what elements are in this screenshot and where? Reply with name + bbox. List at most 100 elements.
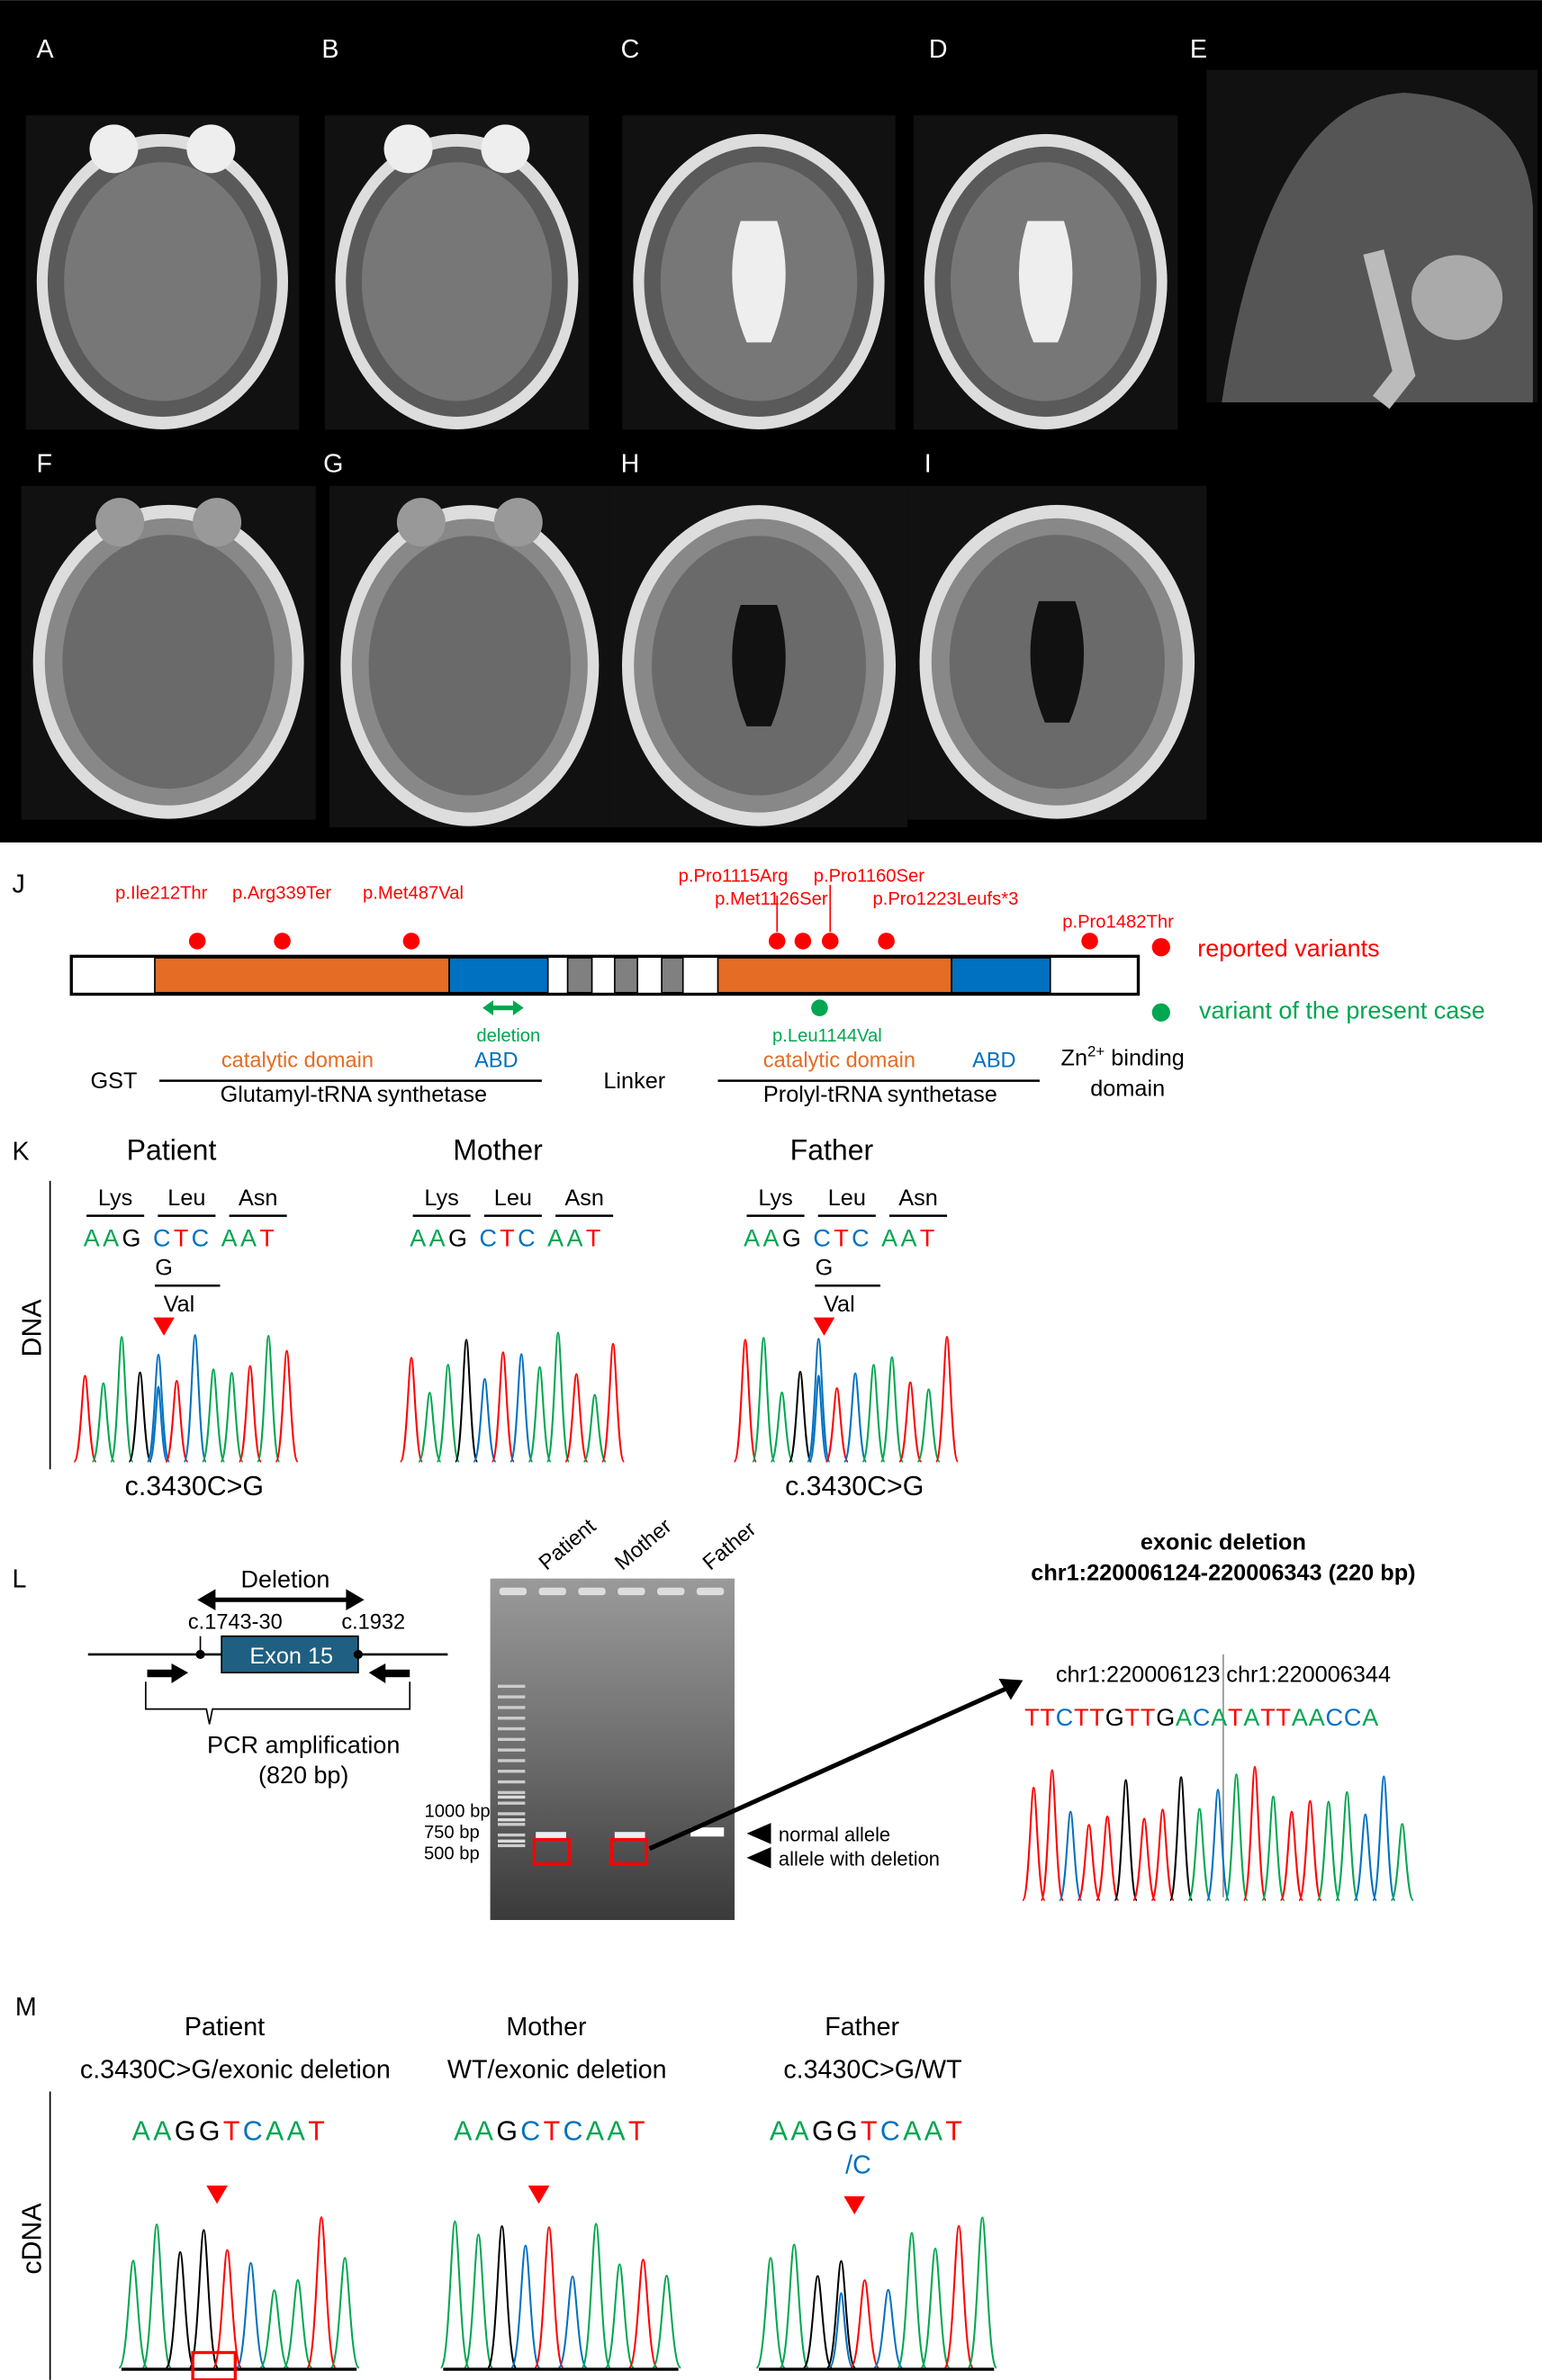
mri-image-e (1206, 69, 1537, 410)
chromatogram-peak (943, 2224, 974, 2369)
ladder-label: 1000 bp (424, 1801, 490, 1821)
junction-sequence-text: TTCTTGTTGACATATTAACCA (1024, 1704, 1379, 1731)
alt-base: G (816, 1255, 834, 1280)
normal-allele-label: normal allele (779, 1823, 890, 1845)
chromatogram-peak (220, 1372, 244, 1463)
variant-label: p.Met487Val (363, 883, 464, 903)
lane-label: Mother (610, 1515, 676, 1575)
chromatogram-peak (1058, 1810, 1083, 1902)
chromatogram-peak (188, 2229, 220, 2369)
mutation-marker-icon (528, 2186, 550, 2204)
mri-image-c (622, 115, 896, 430)
zn-binding-label: Zn2+ binding (1061, 1043, 1185, 1071)
variant-label: p.Pro1482Thr (1062, 912, 1174, 932)
chromatogram-peak (1261, 1795, 1285, 1902)
variant-label: p.Pro1223Leufs*3 (872, 889, 1018, 909)
variant-markers (188, 885, 1098, 950)
chromatogram-peak (1132, 1817, 1157, 1902)
chromatogram (733, 1336, 960, 1463)
panel-label-k: K (12, 1137, 29, 1166)
panel-label-f: F (36, 450, 52, 479)
chromatogram (118, 2216, 360, 2371)
chromatogram-peak (564, 1373, 589, 1463)
codon-label: Leu (494, 1185, 532, 1211)
right-breakpoint: c.1932 (341, 1610, 405, 1634)
codon-label: Asn (564, 1185, 604, 1211)
linker-repeat (566, 957, 593, 994)
chromatogram-peak (557, 2275, 588, 2369)
mri-image-h (609, 485, 908, 828)
chromatogram-peak (604, 2263, 635, 2369)
mri-image-f (21, 485, 316, 820)
chromatogram-peak (1353, 1813, 1378, 1902)
junction-sequence: TTCTTGTTGACATATTAACCA (1024, 1704, 1379, 1731)
chromatogram-peak (897, 2231, 927, 2369)
mri-image-d (913, 115, 1178, 430)
chromatogram-peak (463, 2233, 494, 2369)
mutation-marker-icon (153, 1317, 175, 1336)
chromatogram-peak (418, 1392, 442, 1463)
variant-label: p.Ile212Thr (115, 883, 208, 903)
genotype: WT/exonic deletion (447, 2055, 667, 2084)
dna-axis-label: DNA (18, 1299, 48, 1357)
legend-red-dot-icon (1151, 938, 1170, 957)
deletion-title: Deletion (240, 1566, 329, 1593)
chromatogram-peak (118, 2259, 149, 2369)
chromatogram-peak (861, 1364, 886, 1463)
chromatogram-peak (934, 1336, 960, 1463)
panel-label-a: A (36, 35, 54, 64)
gel-bands (498, 1587, 725, 1866)
chromatogram-peak (486, 2225, 518, 2369)
chromatogram-peak (755, 2257, 786, 2369)
chromatogram-peak (1372, 1775, 1396, 1902)
deletion-title-1: exonic deletion (1141, 1530, 1306, 1555)
panel-label-l: L (12, 1565, 26, 1594)
codon-label: Lys (758, 1185, 792, 1211)
sample-name: Father (790, 1133, 874, 1166)
domain-label: domain (1090, 1076, 1165, 1101)
chromatogram-peak (473, 1377, 497, 1463)
chromatogram-peak (770, 1392, 794, 1463)
sample-name: Patient (127, 1133, 217, 1166)
alt-codon: Val (824, 1292, 855, 1317)
sample-name: Mother (453, 1133, 543, 1166)
variant-label: p.Arg339Ter (232, 883, 331, 903)
panel-label-i: I (924, 450, 932, 479)
chromatogram-peak (146, 1353, 171, 1463)
chromatogram-peak (788, 1370, 813, 1463)
chromatogram-peak (534, 2226, 564, 2369)
mri-image-b (324, 115, 590, 430)
cdna-sequence: AAGGTCAAT (132, 2116, 328, 2146)
chromatogram-peak (807, 1338, 831, 1463)
chromatogram-peak (439, 2220, 471, 2369)
normal-band (614, 1832, 645, 1838)
genotype: c.3430C>G/WT (783, 2055, 961, 2084)
chromatogram-peak (1205, 1789, 1231, 1902)
chromatogram-peak (91, 1382, 116, 1463)
glu-abd-domain (448, 957, 549, 994)
deletion-arrow-icon (482, 1000, 524, 1016)
chromatogram-peak (399, 1357, 424, 1463)
deletion-double-arrow-icon (197, 1589, 365, 1611)
codon-label: Leu (828, 1185, 866, 1211)
normal-band (536, 1832, 566, 1838)
chromatogram-peak (733, 1339, 758, 1463)
codon-label: Asn (239, 1185, 278, 1211)
abd-label: ABD (474, 1049, 519, 1072)
panel-label-d: D (929, 35, 948, 64)
chromatogram-peak (183, 1334, 207, 1463)
pro-catalytic-domain (717, 957, 952, 994)
cdna-sequence: AAGCTCAAT (454, 2116, 648, 2146)
pcr-size: (820 bp) (258, 1762, 348, 1789)
chromatogram-peak (1040, 1769, 1065, 1902)
chromatogram-peak (454, 1339, 479, 1463)
chromatogram-peak (235, 2262, 266, 2369)
chromatogram-peak (546, 1331, 571, 1463)
chromatogram-peak (201, 1368, 226, 1463)
panel-label-h: H (621, 450, 640, 479)
codon-label: Asn (898, 1185, 938, 1211)
chromatogram-peak (259, 2289, 290, 2369)
normal-allele-arrow-icon (746, 1823, 771, 1844)
